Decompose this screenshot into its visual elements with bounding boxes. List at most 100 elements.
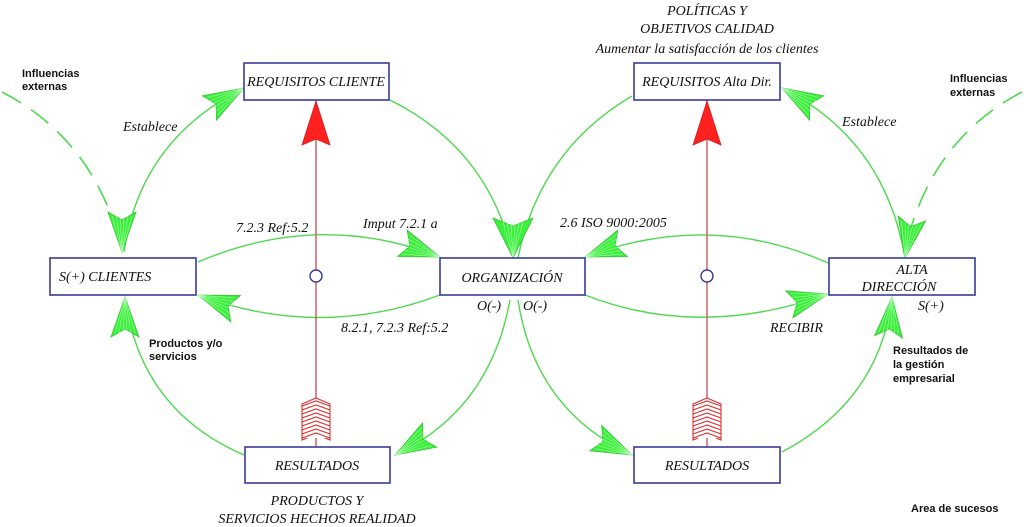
arrowhead-hatch	[891, 296, 896, 334]
arrowhead-hatch	[781, 87, 817, 102]
arrowhead-iso	[583, 229, 629, 258]
arrowhead-hatch	[584, 238, 617, 258]
arrowhead-hatch	[207, 87, 245, 98]
o-minus-left-label: O(-)	[477, 299, 501, 314]
resultados-right-label: RESULTADOS	[664, 459, 749, 474]
productos-line1: Productos y/o	[149, 338, 223, 350]
arrowhead-hatch	[197, 294, 233, 306]
influencias-left-line1: Influencias	[22, 68, 79, 80]
arrowhead-hatch	[213, 87, 245, 108]
arrowhead-hatch	[404, 250, 441, 258]
red-feather-right	[692, 397, 722, 441]
arrowhead-to-resultados-left	[393, 421, 438, 456]
arrowhead-hatch	[512, 221, 516, 259]
box-alta-direccion[interactable]: ALTA DIRECCIÓN	[828, 257, 976, 296]
politicas-title-line1: POLÍTICAS Y	[666, 2, 749, 19]
arrowhead-hatch	[781, 87, 819, 98]
arrowhead-hatch	[886, 296, 893, 333]
alta-to-org-curve	[584, 234, 829, 264]
arrowhead-hatch	[394, 428, 422, 456]
organizacion-label: ORGANIZACIÓN	[461, 269, 563, 286]
box-requisitos-alta-dir[interactable]: REQUISITOS Alta Dir.	[633, 62, 781, 101]
resultados-gestion-line3: empresarial	[893, 373, 955, 385]
arrowhead-hatch	[124, 296, 136, 334]
arrowhead-hatch	[795, 293, 829, 314]
arrowhead-hatch	[124, 296, 128, 334]
iso-label: 2.6 ISO 9000:2005	[560, 216, 667, 231]
resultados-left-label: RESULTADOS	[274, 459, 359, 474]
arrowhead-hatch	[904, 222, 914, 259]
arrowhead-hatch	[584, 235, 616, 258]
junction-node-right	[700, 269, 714, 283]
arrowhead-hatch	[409, 235, 441, 258]
clientes-label: S(+) CLIENTES	[59, 270, 151, 285]
arrowhead-hatch	[197, 294, 232, 310]
box-organizacion[interactable]: ORGANIZACIÓN	[439, 257, 586, 296]
productos-hechos-line2: SERVICIOS HECHOS REALIDAD	[218, 512, 415, 527]
red-feather-left	[301, 397, 331, 441]
box-resultados-left[interactable]: RESULTADOS	[244, 446, 391, 484]
requisitos-alta-dir-label: REQUISITOS Alta Dir.	[641, 75, 772, 90]
resultados-gestion-line1: Resultados de	[893, 345, 968, 357]
arrowhead-hatch	[211, 87, 245, 105]
arrowhead-hatch	[904, 223, 918, 259]
arrowhead-hatch	[781, 87, 809, 115]
ref-723-label: 7.2.3 Ref:5.2	[236, 221, 308, 236]
o-minus-right-label: O(-)	[523, 299, 547, 314]
arrowhead-hatch	[781, 87, 811, 112]
arrowhead-hatch	[215, 87, 245, 112]
arrowhead-hatch	[406, 242, 441, 258]
arrowhead-establece-left	[201, 87, 246, 122]
arrowhead-hatch	[512, 221, 524, 259]
influencias-left-curve	[1, 91, 123, 251]
arrowhead-hatch	[584, 246, 620, 258]
arrowhead-hatch	[408, 238, 441, 258]
arrowhead-hatch	[596, 444, 633, 456]
org-to-alta-curve	[584, 293, 829, 318]
arrowhead-hatch	[394, 438, 428, 456]
red-arrowhead-right	[692, 99, 722, 146]
arrowhead-hatch	[122, 296, 126, 334]
arrowhead-hatch	[781, 87, 815, 105]
arrowhead-influencias-left	[107, 211, 137, 254]
arrowhead-hatch	[882, 296, 893, 333]
arrowhead-hatch	[209, 87, 245, 102]
arrowhead-hatch	[595, 448, 633, 456]
establece-left-label: Establece	[122, 120, 177, 135]
red-feathers	[301, 397, 722, 441]
arrowhead-influencias-right	[897, 215, 927, 260]
arrowhead-hatch	[197, 294, 236, 299]
arrowhead-hatch	[510, 221, 514, 259]
arrowhead-hatch	[603, 430, 633, 456]
box-resultados-right[interactable]: RESULTADOS	[633, 446, 781, 484]
arrowhead-to-clientes	[196, 294, 242, 323]
arrowhead-hatch	[394, 435, 426, 456]
arrowhead-hatch	[878, 296, 893, 333]
box-requisitos-cliente[interactable]: REQUISITOS CLIENTE	[243, 62, 390, 101]
arrowhead-hatch	[197, 294, 234, 302]
arrowhead-hatch	[405, 246, 441, 258]
org-to-resultados-right-curve	[517, 299, 633, 456]
recibir-label: RECIBIR	[769, 321, 823, 336]
s-plus-alta-label: S(+)	[918, 299, 944, 314]
arrowhead-hatch	[121, 215, 129, 253]
requisitos-cliente-label: REQUISITOS CLIENTE	[246, 75, 385, 90]
arrowhead-hatch	[111, 215, 123, 253]
arrowhead-productos	[110, 295, 140, 338]
arrowhead-recibir	[784, 290, 830, 319]
box-clientes[interactable]: S(+) CLIENTES	[49, 257, 197, 296]
arrowhead-hatch	[197, 294, 229, 317]
politicas-title-line2: OBJETIVOS CALIDAD	[640, 22, 774, 37]
arrowhead-hatch	[584, 242, 619, 258]
green-arrowheads	[107, 87, 927, 456]
arrowhead-hatch	[600, 437, 633, 456]
arrowhead-hatch	[114, 296, 126, 334]
arrowhead-hatch	[584, 250, 621, 258]
productos-hechos-line1: PRODUCTOS Y	[270, 494, 366, 509]
arrowhead-to-resultados-right	[588, 424, 634, 456]
objective-text: Aumentar la satisfacción de los clientes	[595, 42, 819, 57]
ref-821-label: 8.2.1, 7.2.3 Ref:5.2	[341, 321, 448, 336]
influencias-right-curve	[904, 91, 1023, 251]
arrowhead-hatch	[502, 221, 514, 259]
